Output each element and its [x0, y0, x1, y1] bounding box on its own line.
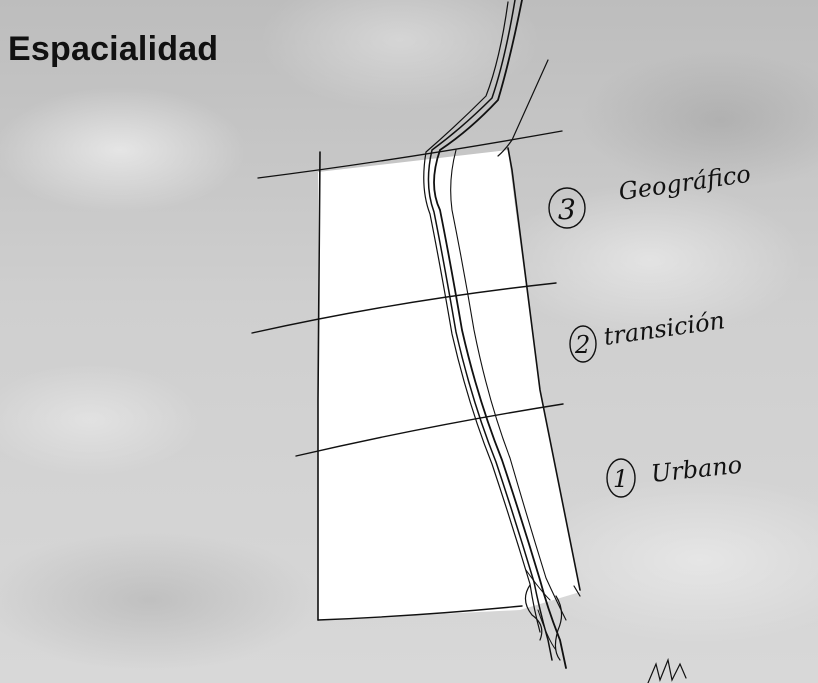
zone-3-label: Geográfico — [617, 160, 752, 206]
zone-3: 3 Geográfico — [549, 160, 752, 228]
zone-2-number: 2 — [574, 331, 590, 359]
zone-2: 2 transición — [570, 306, 727, 362]
zone-1-label: Urbano — [650, 451, 744, 488]
bottom-scribble — [648, 660, 686, 683]
zone-1-number: 1 — [613, 465, 628, 493]
zone-2-label: transición — [602, 306, 727, 351]
zone-3-number: 3 — [558, 193, 576, 226]
paper-sheet — [318, 150, 580, 620]
zone-1: 1 Urbano — [607, 451, 743, 497]
